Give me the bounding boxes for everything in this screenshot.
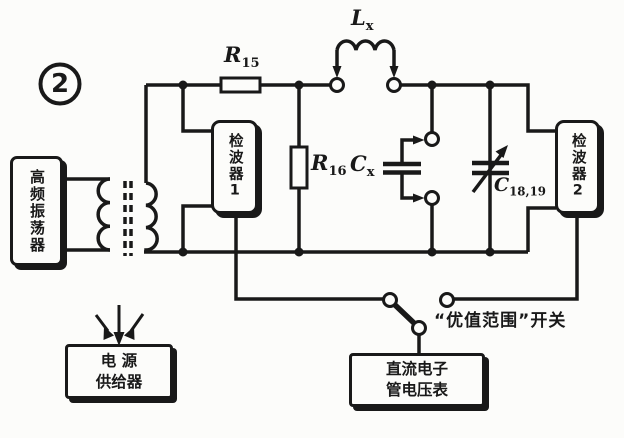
r15-label: R15	[224, 42, 260, 72]
junction-dot	[178, 80, 188, 90]
power-supply-label: 电 源 供给器	[95, 351, 143, 391]
bus-to-detector2-wire	[526, 206, 556, 252]
lx-inductor	[332, 39, 399, 78]
circuit-wires	[66, 83, 579, 356]
lx-lead-arrow-right	[389, 66, 399, 78]
power-arrow-right-head	[124, 326, 135, 340]
detector1-input-wire	[181, 87, 212, 133]
lx-terminal-left	[329, 77, 345, 93]
oscillator-box: 高频振荡器	[10, 156, 63, 266]
junction-dot	[485, 247, 495, 257]
switch-blade	[391, 301, 418, 327]
cx-lead-arrow-bottom	[413, 193, 425, 203]
transformer-secondary-coil	[144, 181, 159, 252]
cx-terminal-bottom	[424, 190, 440, 206]
lx-coil	[335, 39, 396, 51]
r16-resistor	[289, 145, 309, 190]
junction-dot	[427, 247, 437, 257]
cx-leads	[400, 138, 414, 200]
lx-lead-arrow-left	[332, 66, 342, 78]
detector2-output-wire	[454, 216, 579, 301]
variable-capacitor	[471, 145, 509, 194]
switch-contact-left	[382, 292, 398, 308]
cx-label: Cx	[350, 151, 375, 181]
varcap-arrow-shaft	[471, 153, 503, 194]
detector1-output-wire	[234, 216, 383, 301]
junction-dot	[178, 247, 188, 257]
junction-dot	[294, 80, 304, 90]
cx-terminal-top	[424, 131, 440, 147]
r15-resistor	[219, 76, 262, 94]
top-rail-right-wire	[400, 83, 556, 133]
terminals	[329, 77, 440, 206]
detector1-ground-wire	[181, 204, 212, 252]
detector1-box: 检波器1	[211, 120, 258, 214]
figure-number: 2	[50, 69, 70, 99]
power-arrow-mid-head	[113, 332, 125, 346]
detector2-box: 检波器2	[555, 120, 600, 214]
switch-pole	[411, 320, 427, 336]
cx-plates	[383, 161, 421, 175]
junction-dot	[485, 80, 495, 90]
switch-contact-right	[439, 292, 455, 308]
varcap-plates	[472, 160, 509, 176]
range-switch	[382, 292, 455, 336]
figure-number-circle	[38, 62, 82, 106]
c18-19-label: C18,19	[494, 174, 546, 199]
oscillator-label: 高频振荡器	[28, 168, 46, 254]
cx-capacitor	[383, 135, 425, 203]
transformer-core	[123, 181, 133, 256]
transformer-primary-coil	[96, 177, 111, 252]
transformer	[96, 177, 159, 256]
varcap-arrow-head	[495, 145, 508, 158]
r16-label: R16	[311, 150, 347, 180]
junction-dots	[178, 80, 495, 257]
power-arrows	[94, 305, 145, 346]
detector1-label: 检波器1	[226, 133, 243, 201]
junction-dot	[294, 247, 304, 257]
lx-label: Lx	[351, 5, 374, 35]
power-arrow-left-head	[103, 326, 114, 340]
range-switch-label: “优值范围”开关	[434, 311, 567, 331]
lx-leads	[335, 50, 396, 68]
lx-terminal-right	[386, 77, 402, 93]
junction-dot	[427, 80, 437, 90]
detector2-label: 检波器2	[569, 133, 586, 201]
cx-lead-arrow-top	[413, 135, 425, 145]
voltmeter-label: 直流电子 管电压表	[385, 360, 448, 399]
power-supply-box: 电 源 供给器	[65, 344, 173, 399]
voltmeter-box: 直流电子 管电压表	[349, 353, 485, 407]
